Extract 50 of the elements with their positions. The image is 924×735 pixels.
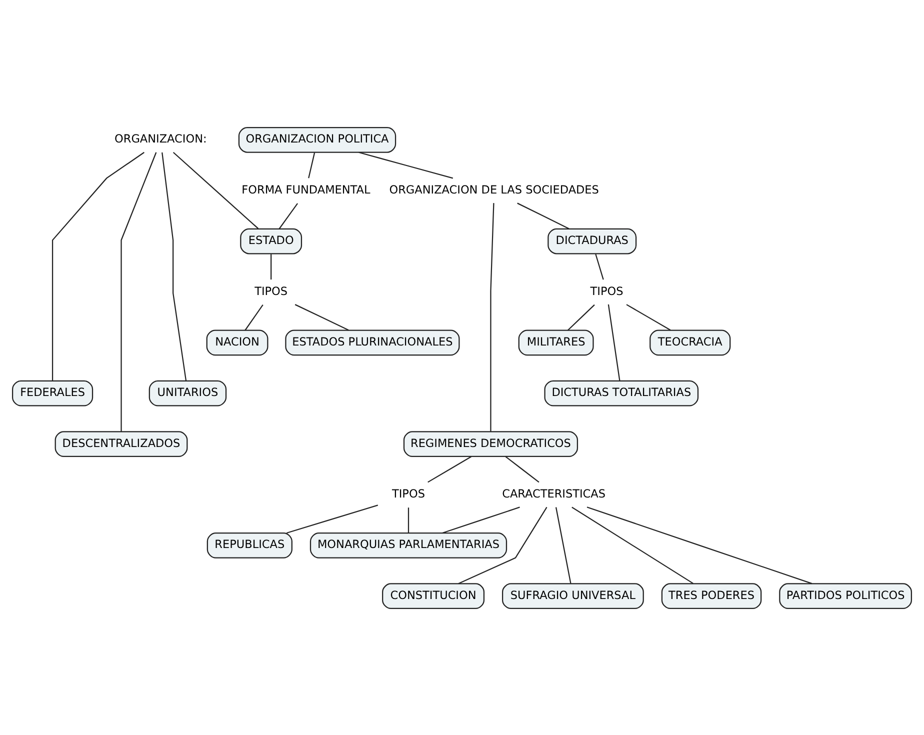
connector: [286, 504, 378, 534]
connector: [270, 254, 272, 280]
connector: [442, 506, 520, 534]
node-box: FEDERALES: [12, 380, 94, 406]
node-box: REGIMENES DEMOCRATICOS: [403, 430, 578, 456]
connector: [162, 152, 187, 380]
connector: [408, 507, 410, 532]
connector: [490, 202, 494, 432]
connector: [294, 304, 349, 330]
node-text: FORMA FUNDAMENTAL: [242, 182, 370, 196]
connector: [586, 506, 812, 584]
connector: [572, 506, 694, 584]
connector: [608, 304, 620, 380]
node-box: NACION: [206, 329, 268, 356]
connector: [428, 456, 472, 482]
connector: [517, 202, 570, 229]
node-box: SUFRAGIO UNIVERSAL: [502, 582, 644, 609]
node-text: ORGANIZACION:: [114, 132, 207, 146]
node-box: REPUBLICAS: [206, 532, 292, 558]
connector: [172, 151, 259, 229]
connector: [555, 506, 572, 584]
connector: [52, 151, 144, 380]
node-box: DICTADURAS: [548, 228, 637, 254]
node-box: PARTIDOS POLITICOS: [779, 582, 912, 609]
node-box: MONARQUIAS PARLAMENTARIAS: [310, 532, 508, 558]
connector: [244, 304, 264, 330]
node-text: TIPOS: [392, 487, 425, 500]
node-box: CONSTITUCION: [382, 582, 485, 609]
connector: [120, 152, 157, 432]
connector: [358, 151, 454, 178]
node-box: MILITARES: [518, 329, 594, 356]
node-box: ESTADO: [240, 228, 302, 254]
node-text: TIPOS: [254, 284, 288, 298]
node-box: TRES PODERES: [661, 582, 762, 609]
connector: [278, 202, 298, 229]
node-box: ORGANIZACION POLITICA: [238, 126, 396, 152]
node-text: ORGANIZACION DE LAS SOCIEDADES: [389, 182, 599, 196]
connector: [458, 506, 548, 584]
connector: [626, 304, 671, 330]
node-text: TIPOS: [590, 284, 624, 298]
node-text: CARACTERISTICAS: [502, 487, 606, 500]
node-box: ESTADOS PLURINACIONALES: [285, 329, 460, 356]
node-box: DICTURAS TOTALITARIAS: [544, 380, 699, 406]
connector: [308, 152, 316, 178]
connector: [567, 304, 595, 330]
connector: [505, 456, 540, 482]
connector: [595, 253, 604, 280]
node-box: TEOCRACIA: [650, 329, 731, 356]
node-box: DESCENTRALIZADOS: [54, 430, 188, 456]
node-box: UNITARIOS: [148, 380, 227, 406]
